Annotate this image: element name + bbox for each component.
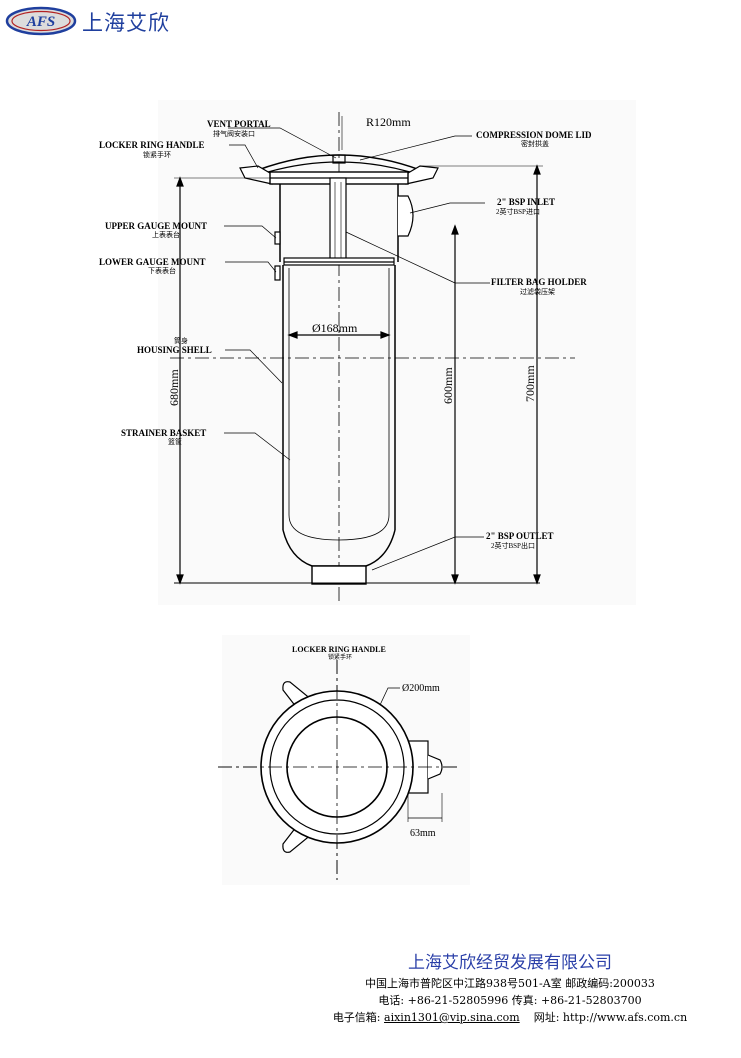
footer-phone: 电话: +86-21-52805996 传真: +86-21-52803700 xyxy=(378,994,642,1007)
vent-portal xyxy=(332,154,346,164)
footer: 上海艾欣经贸发展有限公司 中国上海市普陀区中江路938号501-A室 邮政编码:… xyxy=(300,948,720,1026)
label-upper-gauge-mount-cn: 上表表台 xyxy=(152,230,180,239)
footer-address: 中国上海市普陀区中江路938号501-A室 邮政编码:200033 xyxy=(365,977,655,990)
leader-upper-gauge xyxy=(224,225,277,239)
leader-lines xyxy=(224,127,490,571)
strainer-basket xyxy=(288,268,390,541)
leader-filter-bag-holder xyxy=(345,231,490,284)
top-inlet-tip xyxy=(427,754,443,780)
dim-height-600: 600mm xyxy=(441,367,455,404)
label-vent-portal: VENT PORTAL xyxy=(207,119,271,129)
dim-diameter-200: Ø200mm xyxy=(402,683,440,694)
label-lower-gauge-mount: LOWER GAUGE MOUNT xyxy=(99,257,206,267)
top-view xyxy=(218,660,460,880)
label-strainer-basket: STRAINER BASKET xyxy=(121,428,206,438)
leader-vent-portal xyxy=(228,127,337,159)
label-compression-dome-lid-cn: 密封拱盖 xyxy=(521,139,549,148)
leader-compression-dome xyxy=(359,135,472,161)
footer-contact: 电子信箱: aixin1301@vip.sina.com 网址: http://… xyxy=(300,1009,720,1026)
label-strainer-basket-cn: 篮筐 xyxy=(168,437,182,446)
label-filter-bag-holder-cn: 过滤袋压架 xyxy=(520,287,555,296)
label-locker-ring-handle: LOCKER RING HANDLE xyxy=(99,140,205,150)
dim-height-680: 680mm xyxy=(167,369,181,406)
label-bsp-inlet: 2" BSP INLET xyxy=(497,197,555,207)
label-top-locker-ring-handle: LOCKER RING HANDLE xyxy=(292,645,386,654)
label-housing-shell-cn: 筒身 xyxy=(174,336,188,345)
label-bsp-inlet-cn: 2英寸BSP进口 xyxy=(496,207,540,216)
svg-text:AFS: AFS xyxy=(26,14,55,30)
leader-locker-ring xyxy=(229,144,259,169)
lower-gauge-mount xyxy=(274,265,281,281)
label-locker-ring-handle-cn: 锁紧手环 xyxy=(143,150,171,159)
footer-email-label: 电子信箱: xyxy=(332,1011,381,1024)
dim-height-700: 700mm xyxy=(523,365,537,402)
footer-web-link[interactable]: http://www.afs.com.cn xyxy=(562,1011,688,1024)
label-lower-gauge-mount-cn: 下表表台 xyxy=(148,266,176,275)
leader-diameter-200 xyxy=(379,687,400,706)
outlet-pipe xyxy=(311,565,367,585)
label-compression-dome-lid: COMPRESSION DOME LID xyxy=(476,130,592,140)
afs-logo: AFS xyxy=(5,6,77,36)
label-bsp-outlet: 2" BSP OUTLET xyxy=(486,531,554,541)
label-bsp-outlet-cn: 2英寸BSP出口 xyxy=(491,541,535,550)
label-filter-bag-holder: FILTER BAG HOLDER xyxy=(491,277,587,287)
footer-company-name: 上海艾欣经贸发展有限公司 xyxy=(408,953,612,973)
dim-600-arrows xyxy=(451,224,459,585)
company-short-name: 上海艾欣 xyxy=(82,11,170,35)
top-view-labels: LOCKER RING HANDLE 锁紧手环 Ø200mm 63mm xyxy=(292,645,440,839)
dim-diameter-168: Ø168mm xyxy=(312,321,358,335)
upper-gauge-mount xyxy=(274,231,281,245)
leader-lower-gauge xyxy=(225,261,277,273)
label-vent-portal-cn: 排气阀安装口 xyxy=(213,129,255,138)
label-top-locker-ring-handle-cn: 锁紧手环 xyxy=(328,653,352,661)
leader-bsp-inlet xyxy=(409,202,485,214)
dim-700-arrows xyxy=(533,164,541,585)
footer-email-link[interactable]: aixin1301@vip.sina.com xyxy=(384,1011,520,1024)
filter-bag-holder xyxy=(329,177,347,263)
label-upper-gauge-mount: UPPER GAUGE MOUNT xyxy=(105,221,207,231)
inlet-nozzle xyxy=(398,195,414,237)
leader-housing-shell xyxy=(225,349,283,384)
leader-strainer-basket xyxy=(224,432,291,461)
footer-web-label: 网址: xyxy=(533,1011,560,1024)
dim-offset-63: 63mm xyxy=(410,828,436,839)
leader-bsp-outlet xyxy=(371,536,484,571)
label-housing-shell: HOUSING SHELL xyxy=(137,345,212,355)
header: AFS 上海艾欣 xyxy=(0,0,741,46)
side-view xyxy=(170,112,575,605)
dome-lid-inner xyxy=(267,161,411,173)
dim-680-arrows xyxy=(176,176,184,585)
dim-radius: R120mm xyxy=(366,115,411,129)
dim-168-arrows xyxy=(287,331,391,339)
side-view-labels: VENT PORTAL 排气阀安装口 LOCKER RING HANDLE 锁紧… xyxy=(99,115,592,550)
